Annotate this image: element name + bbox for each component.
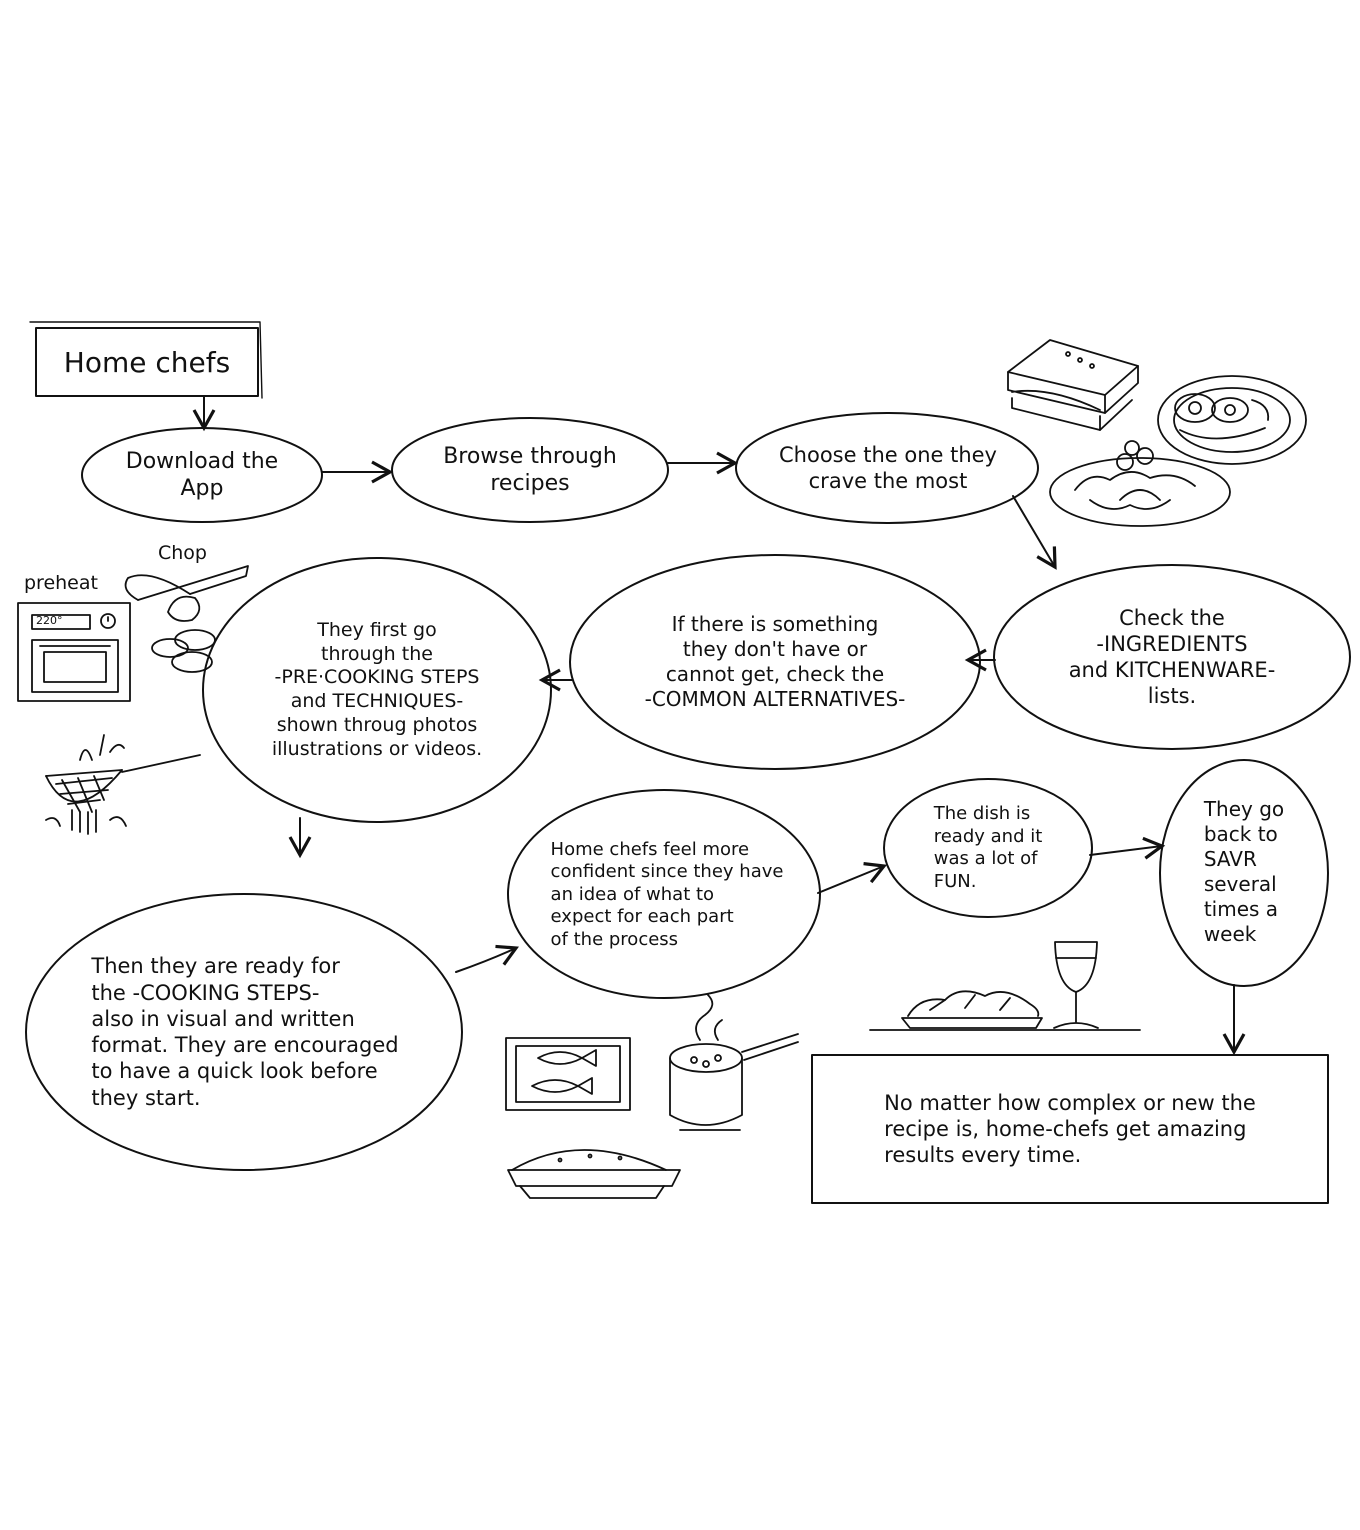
eggs-plate-icon — [1157, 375, 1307, 465]
salad-plate-icon — [869, 990, 1141, 1031]
node-browse-label: Browse through recipes — [443, 443, 617, 497]
node-dish-label: The dish is ready and it was a lot of FU… — [933, 803, 1043, 892]
node-download-label: Download the App — [125, 448, 279, 502]
node-precooking: They first go through the -PRE·COOKING S… — [216, 580, 538, 800]
arrow-confident-to-dish — [817, 862, 888, 894]
end-box: No matter how complex or new the recipe … — [820, 1062, 1320, 1196]
start-box-label: Home chefs — [63, 345, 231, 379]
end-box-frame — [811, 1054, 1329, 1204]
start-box-frame — [35, 327, 259, 397]
node-download: Download the App — [92, 438, 312, 512]
node-goback-label: They go back to SAVR several times a wee… — [1203, 797, 1285, 946]
oven-display-label: 220° — [36, 614, 63, 627]
node-cooking: Then they are ready for the -COOKING STE… — [44, 910, 446, 1154]
oven-icon — [17, 602, 131, 702]
arrow-choose-to-check — [1012, 495, 1057, 570]
node-confident: Home chefs feel more confident since the… — [522, 810, 812, 980]
node-dish-shape — [883, 778, 1093, 918]
node-browse: Browse through recipes — [400, 430, 660, 510]
node-goback-shape — [1159, 759, 1329, 987]
node-check: Check the -INGREDIENTS and KITCHENWARE- … — [1010, 572, 1334, 742]
knife-chopping-icon — [124, 565, 249, 673]
node-check-label: Check the -INGREDIENTS and KITCHENWARE- … — [1068, 605, 1276, 709]
node-cooking-shape — [25, 893, 463, 1171]
pasta-plate-icon — [1049, 440, 1231, 527]
strainer-icon — [45, 734, 201, 835]
preheat-label: preheat — [24, 572, 98, 594]
fish-tray-icon — [505, 1037, 631, 1111]
end-box-label: No matter how complex or new the recipe … — [884, 1090, 1256, 1168]
start-box: Home chefs — [38, 330, 256, 394]
node-precooking-label: They first go through the -PRE·COOKING S… — [271, 618, 483, 760]
node-choose: Choose the one they crave the most — [748, 428, 1028, 508]
node-dish: The dish is ready and it was a lot of FU… — [892, 786, 1084, 910]
node-confident-shape — [507, 789, 821, 999]
sandwich-icon — [1007, 339, 1139, 431]
node-goback: They go back to SAVR several times a wee… — [1166, 772, 1322, 972]
node-alternatives-label: If there is something they don't have or… — [644, 612, 906, 711]
arrow-dish-to-goback — [1089, 836, 1166, 860]
wine-glass-icon — [1053, 941, 1099, 1029]
casserole-icon — [507, 1149, 681, 1199]
arrow-cooking-to-confident — [455, 944, 519, 973]
chop-label: Chop — [158, 542, 207, 564]
node-alternatives: If there is something they don't have or… — [584, 580, 966, 744]
node-check-shape — [993, 564, 1351, 750]
node-cooking-label: Then they are ready for the -COOKING STE… — [91, 954, 399, 1110]
node-choose-label: Choose the one they crave the most — [779, 442, 997, 493]
node-confident-label: Home chefs feel more confident since the… — [550, 838, 784, 950]
pot-icon — [669, 994, 799, 1131]
